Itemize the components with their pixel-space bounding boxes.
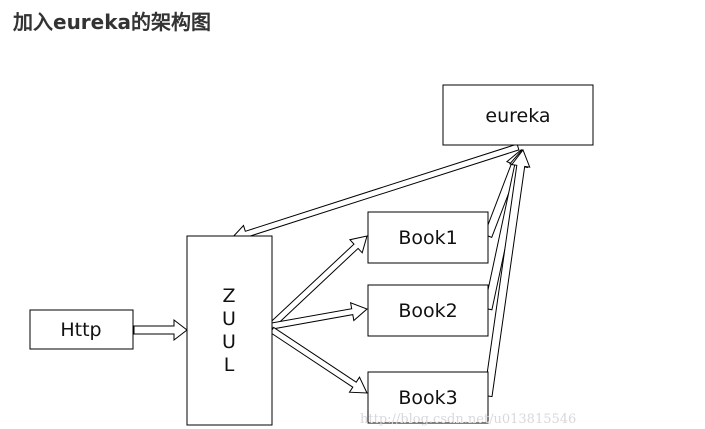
arrow-layer (133, 143, 531, 398)
arrow-http-to-zuul (133, 318, 188, 342)
http-label: Http (60, 319, 101, 341)
eureka-label: eureka (485, 105, 550, 127)
book2-box (367, 284, 489, 337)
eureka-box (442, 84, 594, 146)
http-box (29, 309, 134, 350)
arrow-book3-to-eureka (483, 148, 531, 398)
book2-label: Book2 (398, 300, 457, 322)
page-title: 加入eureka的架构图 (13, 10, 212, 34)
http-node: Http (29, 309, 134, 350)
arrow-zuul-to-book2 (270, 302, 368, 330)
eureka-node: eureka (442, 84, 594, 146)
book1-node: Book1 (367, 211, 489, 264)
zuul-letter-2: U (222, 308, 236, 330)
book1-box (367, 211, 489, 264)
zuul-letter-4: L (224, 354, 235, 376)
zuul-letter-1: Z (222, 285, 235, 307)
arrow-zuul-to-book1 (269, 235, 368, 328)
book3-node: Book3 (367, 371, 489, 424)
watermark-text: http://blog.csdn.net/u013815546 (360, 412, 576, 427)
book2-node: Book2 (367, 284, 489, 337)
zuul-node: Z U U L (186, 235, 273, 426)
zuul-letter-3: U (222, 331, 236, 353)
arrow-zuul-to-book3 (269, 326, 368, 394)
book1-label: Book1 (398, 227, 457, 249)
zuul-box (186, 235, 273, 426)
book3-box (367, 371, 489, 424)
book3-label: Book3 (398, 387, 457, 409)
